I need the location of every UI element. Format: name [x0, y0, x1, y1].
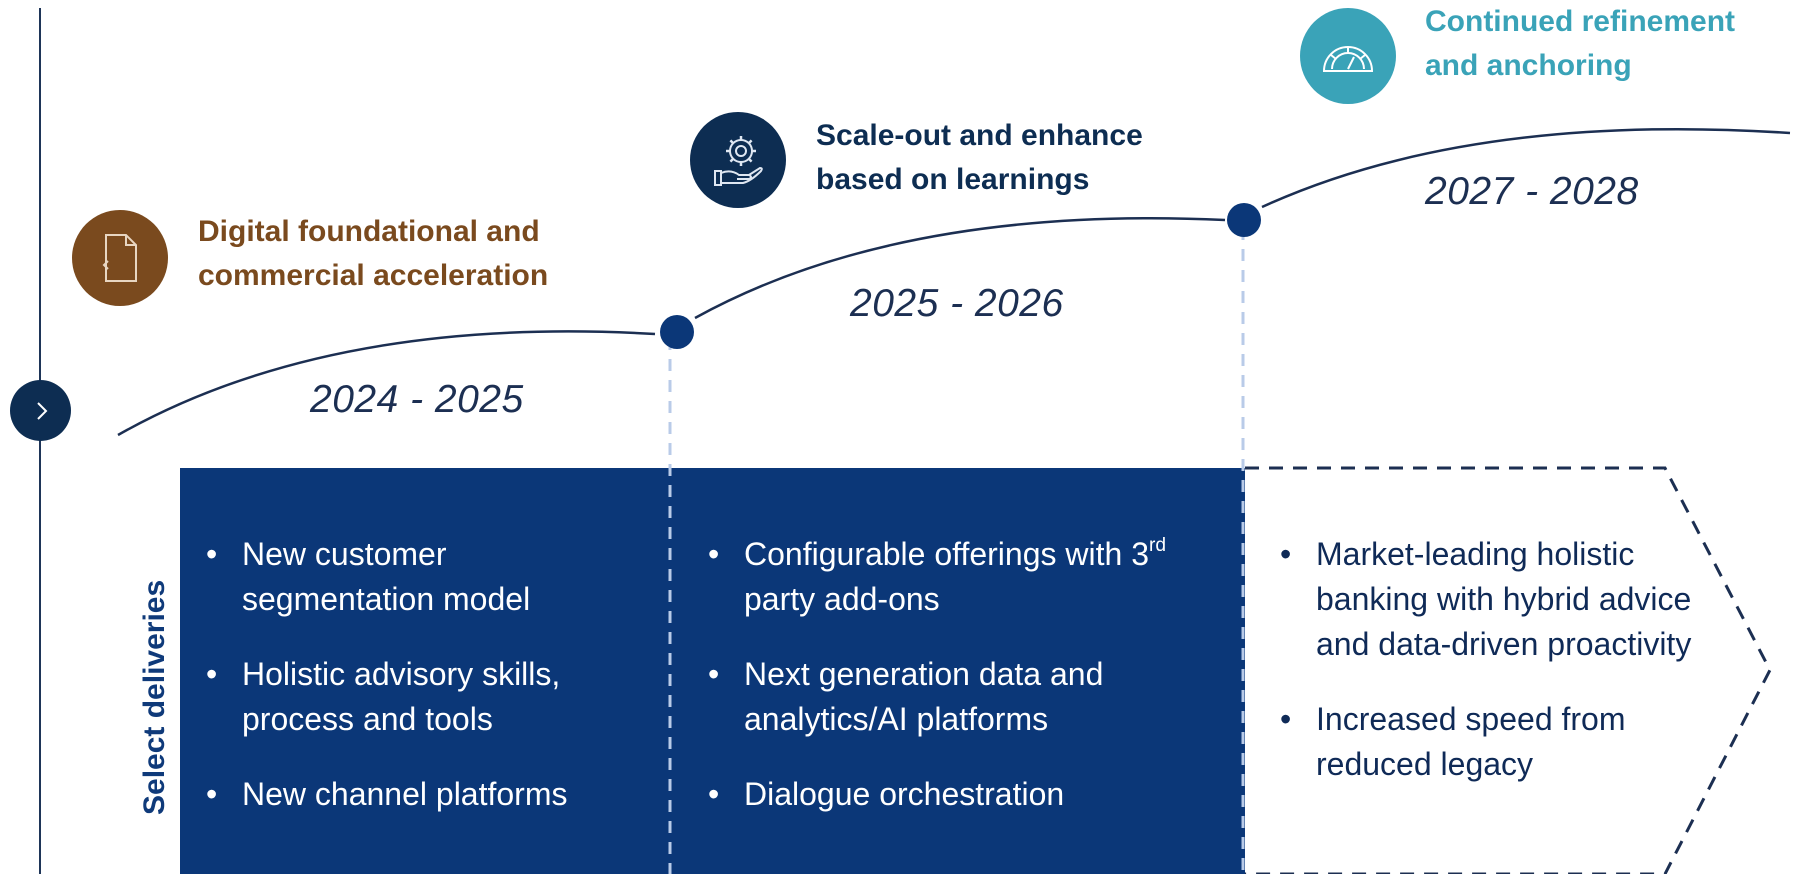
phase-2-title: Scale-out and enhance based on learnings	[816, 114, 1143, 202]
phase-2-title-line: Scale-out and enhance	[816, 119, 1143, 152]
chevron-right-button[interactable]	[10, 380, 71, 441]
chevron-right-icon	[36, 401, 47, 420]
phase-3-title: Continued refinement and anchoring	[1425, 0, 1735, 88]
phase-2-icon-circle	[690, 112, 786, 208]
deliveries-list-2: Configurable offerings with 3rd party ad…	[704, 532, 1224, 847]
phase-1-icon-circle	[72, 210, 168, 306]
delivery-item: New channel platforms	[202, 772, 642, 817]
delivery-item-text: Configurable offerings with 3	[744, 536, 1149, 572]
phase-3-icon-circle	[1300, 8, 1396, 104]
milestone-dot	[660, 315, 694, 349]
phase-2-period: 2025 - 2026	[850, 282, 1064, 325]
delivery-item: Dialogue orchestration	[704, 772, 1224, 817]
phase-1-title: Digital foundational and commercial acce…	[198, 210, 548, 298]
phase-2-title-line: based on learnings	[816, 163, 1090, 196]
delivery-item: Next generation data and analytics/AI pl…	[704, 652, 1224, 742]
phase-1-title-line: commercial acceleration	[198, 259, 549, 292]
gauge-icon	[1322, 46, 1374, 72]
phase-1-title-line: Digital foundational and	[198, 215, 540, 248]
deliveries-list-1: New customer segmentation model Holistic…	[202, 532, 642, 847]
phase-3-period: 2027 - 2028	[1425, 170, 1639, 213]
timeline-curve-2	[694, 217, 1226, 320]
timeline-curve-3	[1261, 127, 1791, 209]
ordinal-suffix: rd	[1148, 535, 1167, 557]
document-icon	[102, 234, 137, 282]
phase-3-title-line: and anchoring	[1425, 49, 1632, 82]
timeline-curve-1	[117, 330, 656, 437]
milestone-dot	[1227, 203, 1261, 237]
deliveries-list-3: Market-leading holistic banking with hyb…	[1276, 532, 1716, 817]
delivery-item: Increased speed from reduced legacy	[1276, 697, 1716, 787]
select-deliveries-label: Select deliveries	[138, 579, 171, 815]
gear-hand-icon	[714, 136, 763, 186]
delivery-item: Holistic advisory skills, process and to…	[202, 652, 642, 742]
delivery-item: Configurable offerings with 3rd party ad…	[704, 532, 1224, 622]
delivery-item-text: party add-ons	[744, 581, 940, 617]
phase-1-period: 2024 - 2025	[310, 378, 524, 421]
delivery-item: Market-leading holistic banking with hyb…	[1276, 532, 1716, 667]
phase-3-title-line: Continued refinement	[1425, 5, 1736, 38]
delivery-item: New customer segmentation model	[202, 532, 642, 622]
